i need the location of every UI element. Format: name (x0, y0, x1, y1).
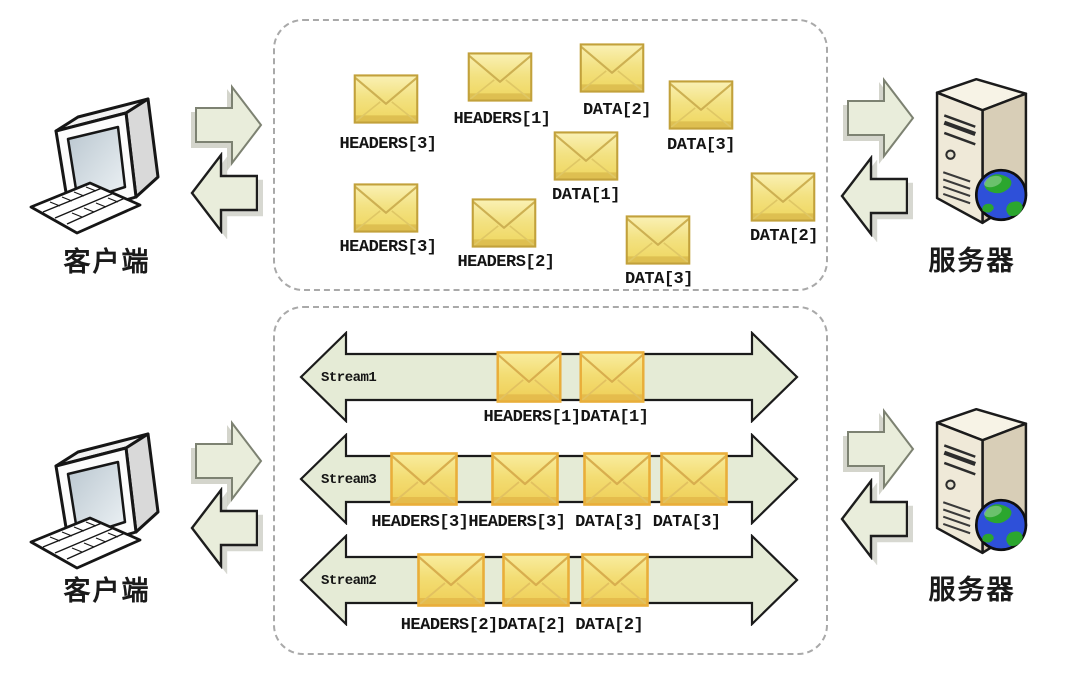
envelope-icon (491, 452, 559, 506)
frame-label: HEADERS[1] (453, 110, 551, 129)
request-arrow-icon (847, 77, 915, 159)
envelope-icon (749, 172, 817, 222)
frame-label: HEADERS[2] (457, 253, 555, 272)
stream-frames-label: HEADERS[2]DATA[2] DATA[2] (400, 616, 644, 635)
client-label: 客户端 (63, 576, 151, 606)
streams-panel (273, 306, 828, 655)
frame-label: DATA[2] (750, 227, 818, 246)
envelope-icon (552, 131, 620, 181)
stream-name-label: Stream1 (321, 370, 377, 386)
envelope-icon (466, 52, 534, 102)
frame-label: DATA[2] (583, 101, 651, 120)
envelope-icon (352, 74, 420, 124)
server-icon (922, 402, 1042, 557)
envelope-icon (624, 215, 692, 265)
stream-frames-label: HEADERS[1]DATA[1] (483, 408, 649, 427)
response-arrow-icon (190, 152, 258, 234)
stream-name-label: Stream3 (321, 472, 377, 488)
client-label: 客户端 (63, 247, 151, 277)
server-label: 服务器 (928, 575, 1016, 605)
stream-frames-label: HEADERS[3]HEADERS[3] DATA[3] DATA[3] (371, 513, 721, 532)
envelope-icon (581, 553, 649, 607)
frame-label: HEADERS[3] (339, 135, 437, 154)
response-arrow-icon (190, 487, 258, 569)
envelope-icon (495, 351, 563, 403)
response-arrow-icon (840, 155, 908, 237)
stream-name-label: Stream2 (321, 573, 377, 589)
frame-label: DATA[3] (625, 270, 693, 289)
client-computer-icon (28, 85, 178, 240)
envelope-icon (502, 553, 570, 607)
envelope-icon (417, 553, 485, 607)
envelope-icon (578, 43, 646, 93)
envelope-icon (578, 351, 646, 403)
server-icon (922, 72, 1042, 227)
response-arrow-icon (840, 478, 908, 560)
unordered-frames-panel (273, 19, 828, 291)
server-label: 服务器 (928, 246, 1016, 276)
frame-label: DATA[3] (667, 136, 735, 155)
envelope-icon (583, 452, 651, 506)
frame-label: HEADERS[3] (339, 238, 437, 257)
frame-label: DATA[1] (552, 186, 620, 205)
envelope-icon (352, 183, 420, 233)
client-computer-icon (28, 420, 178, 575)
envelope-icon (660, 452, 728, 506)
envelope-icon (390, 452, 458, 506)
